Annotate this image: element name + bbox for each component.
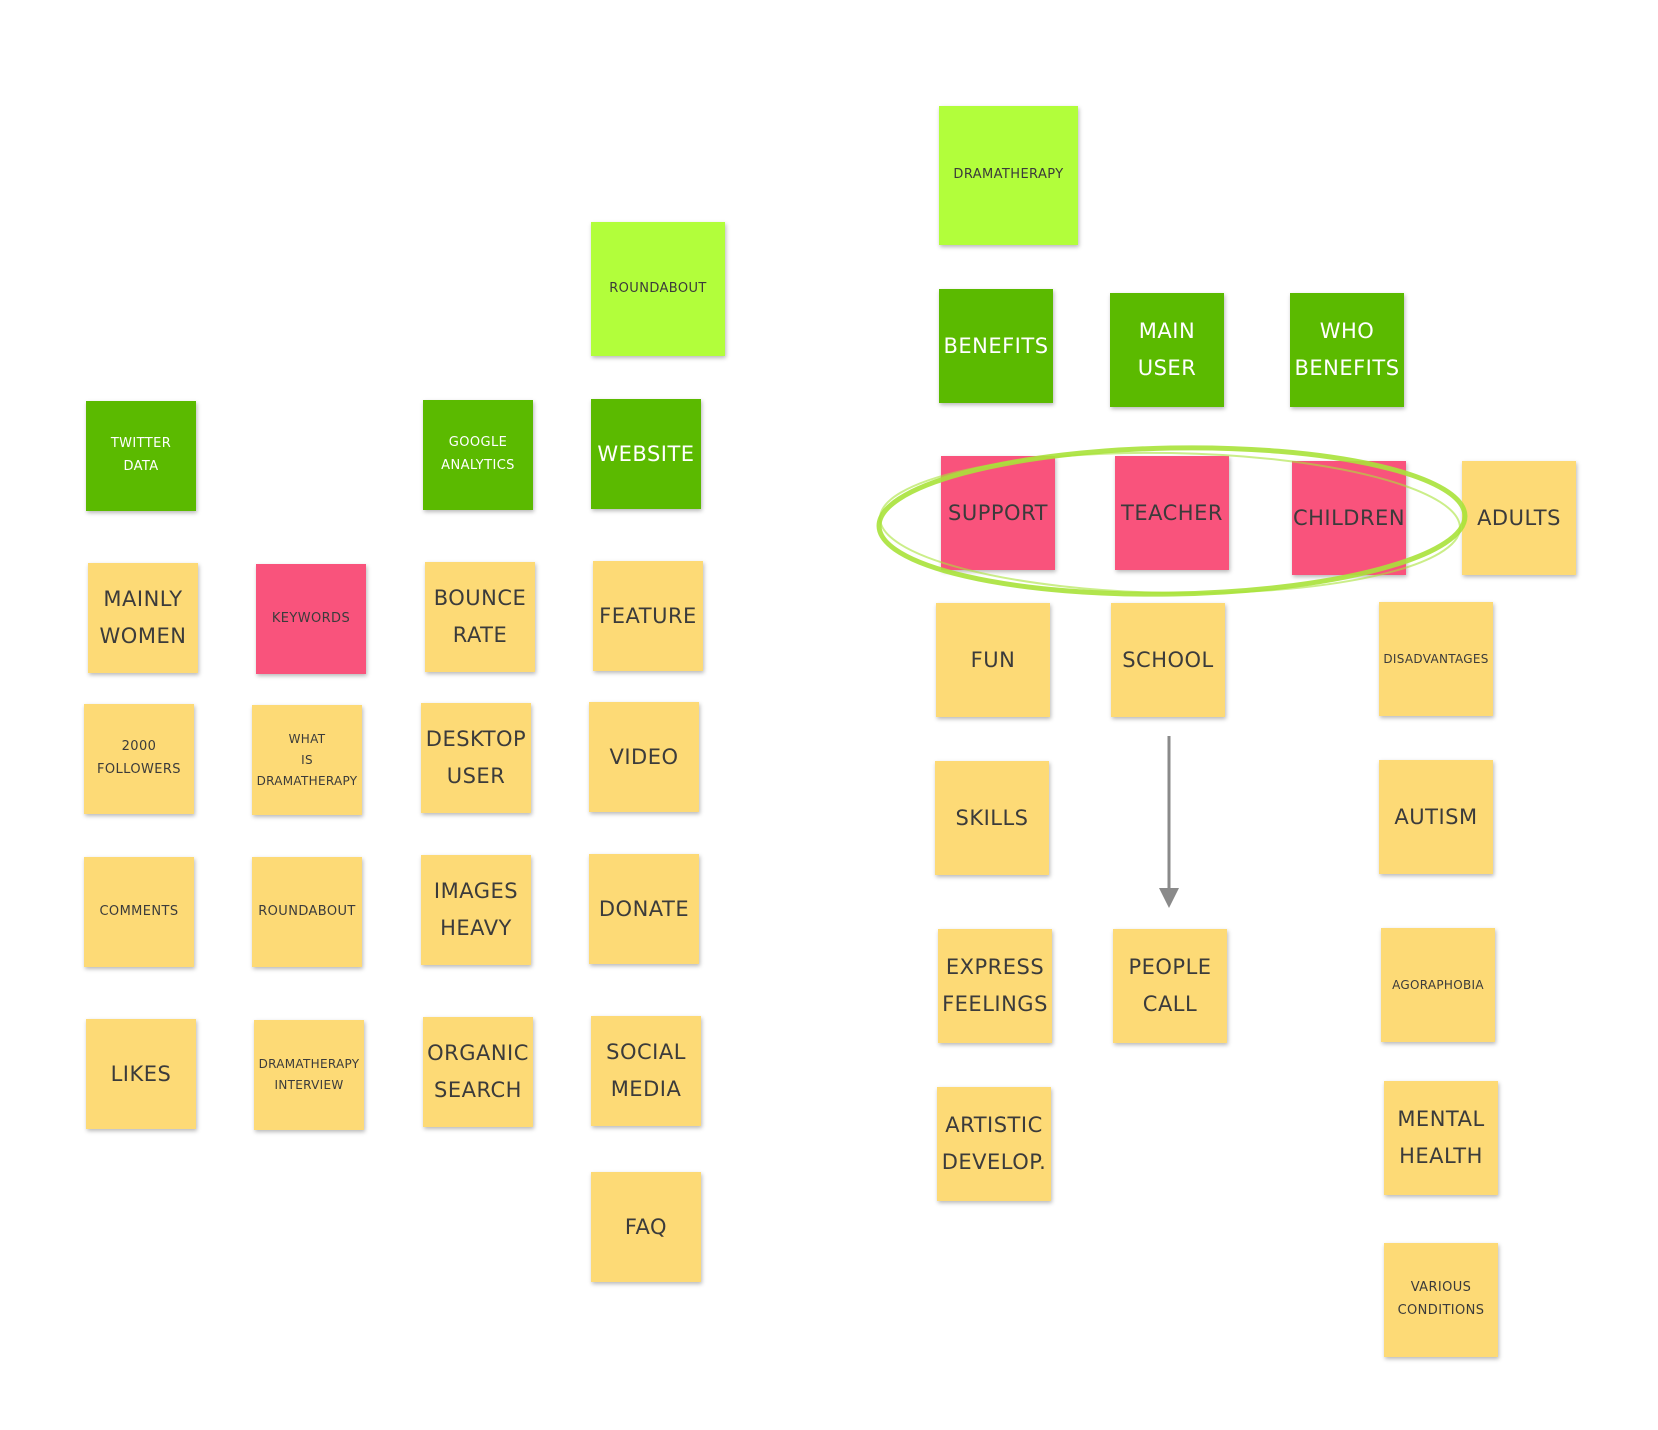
note-text: ORGANIC SEARCH xyxy=(427,1041,529,1102)
note-text: MENTAL HEALTH xyxy=(1397,1107,1485,1168)
desktop-user-note[interactable]: DESKTOP USER xyxy=(421,703,531,813)
teacher-note[interactable]: TEACHER xyxy=(1115,456,1229,570)
fun-note[interactable]: FUN xyxy=(936,603,1050,717)
support-note[interactable]: SUPPORT xyxy=(941,456,1055,570)
benefits-note[interactable]: BENEFITS xyxy=(939,289,1053,403)
keywords-note[interactable]: KEYWORDS xyxy=(256,564,366,674)
note-text: DRAMATHERAPY INTERVIEW xyxy=(258,1057,360,1092)
dramatherapy-header-note[interactable]: DRAMATHERAPY xyxy=(939,106,1078,245)
note-text: CHILDREN xyxy=(1292,505,1406,530)
note-text: FUN xyxy=(970,647,1016,672)
who-benefits-note[interactable]: WHO BENEFITS xyxy=(1290,293,1404,407)
video-note[interactable]: VIDEO xyxy=(589,702,699,812)
adults-note[interactable]: ADULTS xyxy=(1462,461,1576,575)
website-note[interactable]: WEBSITE xyxy=(591,399,701,509)
comments-note[interactable]: COMMENTS xyxy=(84,857,194,967)
note-text: BOUNCE RATE xyxy=(433,586,527,647)
organic-search-note[interactable]: ORGANIC SEARCH xyxy=(423,1017,533,1127)
note-text: WEBSITE xyxy=(597,441,695,466)
note-text: DISADVANTAGES xyxy=(1383,651,1489,666)
roundabout-header-note[interactable]: ROUNDABOUT xyxy=(591,222,725,356)
artistic-develop-note[interactable]: ARTISTIC DEVELOP. xyxy=(937,1087,1051,1201)
note-text: VARIOUS CONDITIONS xyxy=(1397,1280,1485,1318)
express-feelings-note[interactable]: EXPRESS FEELINGS xyxy=(938,929,1052,1043)
note-text: SKILLS xyxy=(955,805,1029,830)
people-call-note[interactable]: PEOPLE CALL xyxy=(1113,929,1227,1043)
note-text: DONATE xyxy=(598,896,690,921)
social-media-note[interactable]: SOCIAL MEDIA xyxy=(591,1016,701,1126)
note-text: FAQ xyxy=(624,1214,668,1239)
note-text: ADULTS xyxy=(1477,505,1561,530)
note-text: WHO BENEFITS xyxy=(1294,319,1400,380)
donate-note[interactable]: DONATE xyxy=(589,854,699,964)
note-text: VIDEO xyxy=(609,744,679,769)
what-is-dramatherapy-note[interactable]: WHAT IS DRAMATHERAPY xyxy=(252,705,362,815)
note-text: COMMENTS xyxy=(99,903,179,919)
note-text: BENEFITS xyxy=(943,333,1049,358)
note-text: EXPRESS FEELINGS xyxy=(942,955,1048,1016)
note-text: TEACHER xyxy=(1121,500,1223,525)
autism-note[interactable]: AUTISM xyxy=(1379,760,1493,874)
note-text: WHAT IS DRAMATHERAPY xyxy=(256,731,358,788)
2000-followers-note[interactable]: 2000 FOLLOWERS xyxy=(84,704,194,814)
note-text: SUPPORT xyxy=(948,500,1048,525)
note-text: 2000 FOLLOWERS xyxy=(97,739,181,777)
school-note[interactable]: SCHOOL xyxy=(1111,603,1225,717)
dramatherapy-interview-note[interactable]: DRAMATHERAPY INTERVIEW xyxy=(254,1020,364,1130)
note-text: FEATURE xyxy=(599,603,697,628)
various-conditions-note[interactable]: VARIOUS CONDITIONS xyxy=(1384,1243,1498,1357)
google-analytics-note[interactable]: GOOGLE ANALYTICS xyxy=(423,400,533,510)
note-text: SOCIAL MEDIA xyxy=(606,1040,686,1101)
mental-health-note[interactable]: MENTAL HEALTH xyxy=(1384,1081,1498,1195)
mainly-women-note[interactable]: MAINLY WOMEN xyxy=(88,563,198,673)
main-user-note[interactable]: MAIN USER xyxy=(1110,293,1224,407)
likes-note[interactable]: LIKES xyxy=(86,1019,196,1129)
note-text: TWITTER DATA xyxy=(110,436,172,474)
note-text: MAIN USER xyxy=(1137,319,1197,380)
note-text: DESKTOP USER xyxy=(425,727,527,788)
skills-note[interactable]: SKILLS xyxy=(935,761,1049,875)
images-heavy-note[interactable]: IMAGES HEAVY xyxy=(421,855,531,965)
note-text: ROUNDABOUT xyxy=(258,903,356,919)
faq-note[interactable]: FAQ xyxy=(591,1172,701,1282)
note-text: KEYWORDS xyxy=(271,610,351,626)
arrow-head-icon xyxy=(1159,888,1179,908)
roundabout-keyword-note[interactable]: ROUNDABOUT xyxy=(252,857,362,967)
disadvantages-note[interactable]: DISADVANTAGES xyxy=(1379,602,1493,716)
bounce-rate-note[interactable]: BOUNCE RATE xyxy=(425,562,535,672)
note-text: IMAGES HEAVY xyxy=(433,879,519,940)
note-text: GOOGLE ANALYTICS xyxy=(441,435,515,473)
agoraphobia-note[interactable]: AGORAPHOBIA xyxy=(1381,928,1495,1042)
twitter-data-note[interactable]: TWITTER DATA xyxy=(86,401,196,511)
note-text: MAINLY WOMEN xyxy=(99,587,187,648)
note-text: ROUNDABOUT xyxy=(609,280,707,296)
note-text: DRAMATHERAPY xyxy=(953,167,1064,183)
note-text: ARTISTIC DEVELOP. xyxy=(941,1113,1047,1174)
note-text: LIKES xyxy=(110,1061,172,1086)
note-text: PEOPLE CALL xyxy=(1128,955,1212,1016)
note-text: AUTISM xyxy=(1394,804,1478,829)
note-text: AGORAPHOBIA xyxy=(1392,977,1484,992)
children-note[interactable]: CHILDREN xyxy=(1292,461,1406,575)
note-text: SCHOOL xyxy=(1122,647,1214,672)
feature-note[interactable]: FEATURE xyxy=(593,561,703,671)
